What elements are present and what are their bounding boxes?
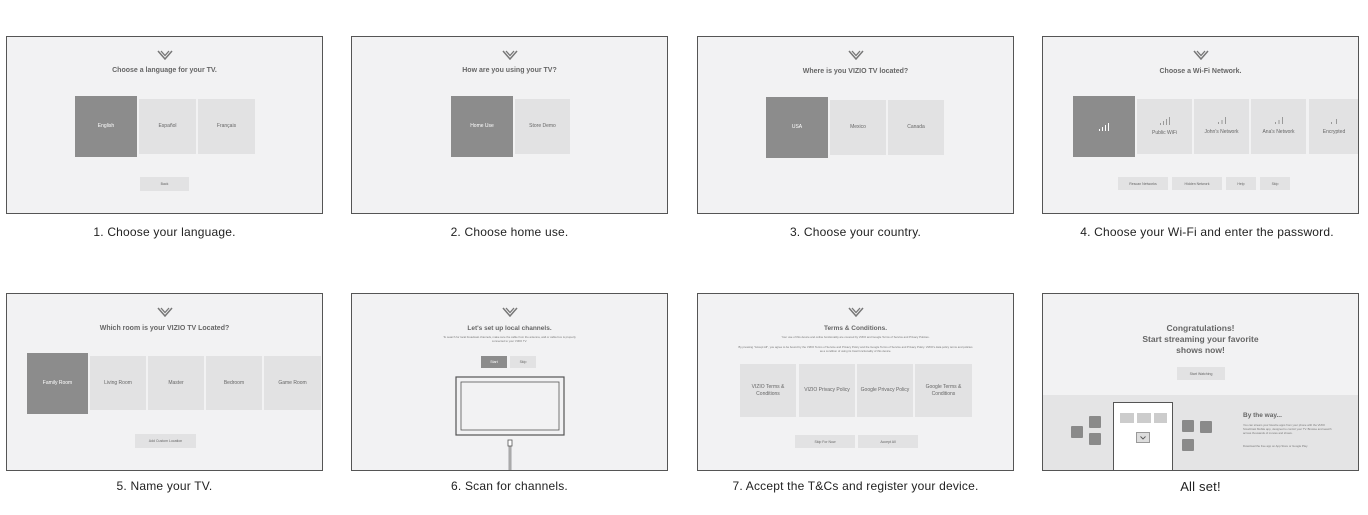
panel-title: Which room is your VIZIO TV Located? bbox=[99, 325, 230, 332]
tile-master[interactable]: Master bbox=[148, 356, 204, 410]
vizio-logo-icon bbox=[501, 50, 518, 60]
tile-game-room[interactable]: Game Room bbox=[264, 356, 321, 410]
terms-text-2: By pressing "Accept All", you agree to b… bbox=[738, 345, 973, 353]
wifi-signal-icon bbox=[1331, 119, 1337, 125]
tile-mexico[interactable]: Mexico bbox=[830, 100, 886, 155]
phone-app-tile bbox=[1154, 413, 1167, 423]
panel-title: Where is you VIZIO TV located? bbox=[802, 68, 909, 75]
caption-step-5: 5. Name your TV. bbox=[116, 479, 213, 493]
hidden-network-button[interactable]: Hidden Network bbox=[1172, 177, 1222, 190]
tile-encrypted[interactable]: Encrypted bbox=[1309, 99, 1358, 154]
caption-step-4: 4. Choose your Wi-Fi and enter the passw… bbox=[1080, 225, 1334, 239]
panel-language: Choose a language for your TV. English E… bbox=[6, 36, 323, 214]
caption-step-1: 1. Choose your language. bbox=[93, 225, 236, 239]
vizio-logo-icon bbox=[156, 307, 173, 317]
panel-terms: Terms & Conditions. Your use of this dev… bbox=[697, 293, 1014, 471]
congrats-title: Congratulations! Start streaming your fa… bbox=[1043, 323, 1358, 356]
panel-all-set: Congratulations! Start streaming your fa… bbox=[1042, 293, 1359, 471]
tile-bedroom[interactable]: Bedroom bbox=[206, 356, 262, 410]
tile-anas-network[interactable]: Ana's Network bbox=[1251, 99, 1306, 154]
chevron-down-icon bbox=[1136, 432, 1150, 443]
tile-johns-network[interactable]: John's Network bbox=[1194, 99, 1249, 154]
vizio-logo-icon bbox=[1192, 50, 1209, 60]
vizio-logo-icon bbox=[847, 307, 864, 317]
rescan-networks-button[interactable]: Rescan Networks bbox=[1118, 177, 1168, 190]
panel-home-use: How are you using your TV? Home Use Stor… bbox=[351, 36, 668, 214]
wifi-signal-icon bbox=[1217, 117, 1226, 125]
panel-title: Choose a language for your TV. bbox=[112, 67, 217, 74]
tile-living-room[interactable]: Living Room bbox=[90, 356, 146, 410]
caption-step-6: 6. Scan for channels. bbox=[451, 479, 568, 493]
panel-wifi: Choose a Wi-Fi Network. Public WiFi John… bbox=[1042, 36, 1359, 214]
congrats-line-3: shows now! bbox=[1176, 345, 1225, 355]
tile-public-wifi[interactable]: Public WiFi bbox=[1137, 99, 1192, 154]
app-tile-icon bbox=[1200, 421, 1212, 433]
vizio-logo-icon bbox=[847, 50, 864, 60]
tile-label: Ana's Network bbox=[1262, 129, 1295, 136]
tile-home-use[interactable]: Home Use bbox=[451, 96, 513, 157]
wifi-signal-icon bbox=[1159, 116, 1170, 125]
caption-step-3: 3. Choose your country. bbox=[789, 225, 922, 239]
tile-label: John's Network bbox=[1204, 129, 1239, 136]
vizio-logo-icon bbox=[501, 307, 518, 317]
by-the-way-text: You can stream your favorite apps from y… bbox=[1243, 423, 1332, 435]
panel-country: Where is you VIZIO TV located? USA Mexic… bbox=[697, 36, 1014, 214]
congrats-line-2: Start streaming your favorite bbox=[1142, 334, 1259, 344]
panel-title: Terms & Conditions. bbox=[823, 325, 888, 332]
download-app-text: Download the free app on App Store or Go… bbox=[1243, 444, 1308, 448]
add-custom-location-button[interactable]: Add Custom Location bbox=[135, 434, 196, 448]
skip-button[interactable]: Skip bbox=[510, 356, 536, 368]
app-tile-icon bbox=[1089, 416, 1101, 428]
panel-room: Which room is your VIZIO TV Located? Fam… bbox=[6, 293, 323, 471]
tile-english[interactable]: English bbox=[75, 96, 137, 157]
panel-title: How are you using your TV? bbox=[462, 67, 557, 74]
app-tile-icon bbox=[1182, 420, 1194, 432]
panel-subtitle: To search for local broadcast channels, … bbox=[443, 335, 576, 343]
terms-text-1: Your use of this device and online funct… bbox=[781, 335, 930, 339]
tv-antenna-illustration-icon bbox=[455, 376, 565, 470]
back-button[interactable]: Back bbox=[140, 177, 189, 191]
skip-for-now-button[interactable]: Skip For Now bbox=[795, 435, 855, 448]
by-the-way-title: By the way... bbox=[1243, 412, 1282, 419]
phone-app-tile bbox=[1120, 413, 1134, 423]
help-button[interactable]: Help bbox=[1226, 177, 1256, 190]
app-tile-icon bbox=[1182, 439, 1194, 451]
tile-google-terms[interactable]: Google Terms & Conditions bbox=[915, 364, 972, 417]
tile-family-room[interactable]: Family Room bbox=[27, 353, 88, 414]
tile-wifi-selected[interactable] bbox=[1073, 96, 1135, 157]
panel-title: Let's set up local channels. bbox=[467, 325, 552, 332]
tile-google-privacy[interactable]: Google Privacy Policy bbox=[857, 364, 913, 417]
panel-channels: Let's set up local channels. To search f… bbox=[351, 293, 668, 471]
vizio-logo-icon bbox=[156, 50, 173, 60]
tile-label: Encrypted bbox=[1322, 129, 1346, 136]
congrats-line-1: Congratulations! bbox=[1166, 323, 1235, 333]
tile-vizio-privacy[interactable]: VIZIO Privacy Policy bbox=[799, 364, 855, 417]
phone-app-tile bbox=[1137, 413, 1151, 423]
tile-usa[interactable]: USA bbox=[766, 97, 828, 158]
wifi-signal-icon bbox=[1274, 117, 1283, 125]
tile-label: Public WiFi bbox=[1151, 129, 1177, 136]
app-tile-icon bbox=[1089, 433, 1101, 445]
app-tile-icon bbox=[1071, 426, 1083, 438]
caption-all-set: All set! bbox=[1180, 479, 1221, 494]
start-button[interactable]: Start bbox=[481, 356, 507, 368]
caption-step-2: 2. Choose home use. bbox=[450, 225, 569, 239]
skip-button[interactable]: Skip bbox=[1260, 177, 1290, 190]
caption-step-7: 7. Accept the T&Cs and register your dev… bbox=[732, 479, 979, 493]
tile-canada[interactable]: Canada bbox=[888, 100, 944, 155]
accept-all-button[interactable]: Accept All bbox=[858, 435, 918, 448]
tile-vizio-terms[interactable]: VIZIO Terms & Conditions bbox=[740, 364, 796, 417]
phone-illustration bbox=[1113, 402, 1173, 470]
start-watching-button[interactable]: Start Watching bbox=[1177, 367, 1225, 380]
tile-francais[interactable]: Français bbox=[198, 99, 255, 154]
tile-store-demo[interactable]: Store Demo bbox=[515, 99, 570, 154]
wifi-signal-icon bbox=[1099, 122, 1109, 131]
tile-espanol[interactable]: Español bbox=[139, 99, 196, 154]
panel-title: Choose a Wi-Fi Network. bbox=[1159, 68, 1242, 75]
